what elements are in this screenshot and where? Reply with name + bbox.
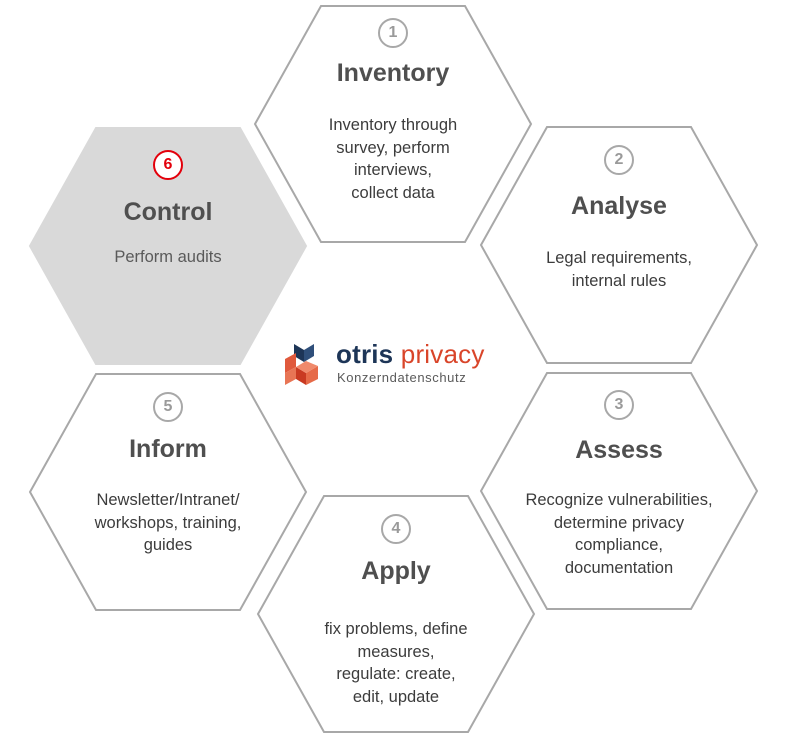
- step-number-badge: 5: [153, 392, 183, 422]
- step-title: Assess: [575, 436, 663, 464]
- step-number-badge: 1: [378, 18, 408, 48]
- step-title: Apply: [361, 557, 431, 585]
- step-hexagon-assess: 3 Assess Recognize vulnerabilities, dete…: [479, 371, 759, 611]
- otris-privacy-logo: otris privacy Konzerndatenschutz: [282, 339, 502, 389]
- description-line: documentation: [564, 558, 674, 577]
- hexagon-shape: [256, 495, 536, 733]
- logo-wordmark: otris privacy: [336, 339, 485, 370]
- step-title: Control: [123, 198, 213, 226]
- description-line: determine privacy: [553, 513, 685, 532]
- step-hexagon-analyse: 2 Analyse Legal requirements, internal r…: [479, 125, 759, 365]
- step-title: Inform: [129, 435, 207, 463]
- cube-stack-icon: [285, 344, 318, 385]
- description-line: internal rules: [571, 271, 667, 290]
- description-line: measures,: [357, 642, 435, 661]
- step-number-badge: 6: [153, 150, 183, 180]
- description-line: edit, update: [352, 687, 440, 706]
- description-line: Perform audits: [114, 248, 222, 266]
- description-line: survey, perform: [336, 138, 450, 157]
- step-description: Recognize vulnerabilities, determine pri…: [493, 489, 745, 579]
- logo-subtitle: Konzerndatenschutz: [337, 370, 467, 385]
- step-hexagon-apply: 4 Apply fix problems, define measures, r…: [256, 494, 536, 734]
- hexagon-shape: [253, 5, 533, 243]
- hexagon-shape: [28, 127, 308, 365]
- hexagon-shape: [479, 126, 759, 364]
- logo-word-privacy: privacy: [400, 339, 485, 369]
- step-number-badge: 3: [604, 390, 634, 420]
- description-line: Recognize vulnerabilities,: [525, 491, 713, 509]
- logo-word-otris: otris: [336, 339, 394, 369]
- description-line: interviews,: [354, 161, 432, 179]
- description-line: workshops, training,: [94, 513, 242, 532]
- step-description: Perform audits: [58, 246, 278, 269]
- step-number-badge: 2: [604, 145, 634, 175]
- hexagon-shape: [28, 373, 308, 611]
- step-title: Analyse: [571, 192, 667, 220]
- step-number-badge: 4: [381, 514, 411, 544]
- description-line: Legal requirements,: [546, 249, 692, 267]
- step-description: Inventory through survey, perform interv…: [283, 114, 503, 204]
- step-description: Legal requirements, internal rules: [509, 247, 729, 292]
- description-line: collect data: [351, 183, 435, 202]
- hexagon-shape: [479, 372, 759, 610]
- step-description: fix problems, define measures, regulate:…: [286, 618, 506, 708]
- step-hexagon-control: 6 Control Perform audits: [28, 126, 308, 366]
- description-line: fix problems, define: [324, 620, 468, 638]
- step-title: Inventory: [336, 59, 450, 87]
- description-line: regulate: create,: [336, 665, 456, 683]
- step-hexagon-inventory: 1 Inventory Inventory through survey, pe…: [253, 4, 533, 244]
- description-line: Inventory through: [328, 116, 458, 134]
- description-line: guides: [143, 536, 193, 554]
- step-hexagon-inform: 5 Inform Newsletter/Intranet/ workshops,…: [28, 372, 308, 612]
- description-line: Newsletter/Intranet/: [96, 491, 240, 509]
- description-line: compliance,: [574, 536, 664, 554]
- step-description: Newsletter/Intranet/ workshops, training…: [50, 489, 286, 557]
